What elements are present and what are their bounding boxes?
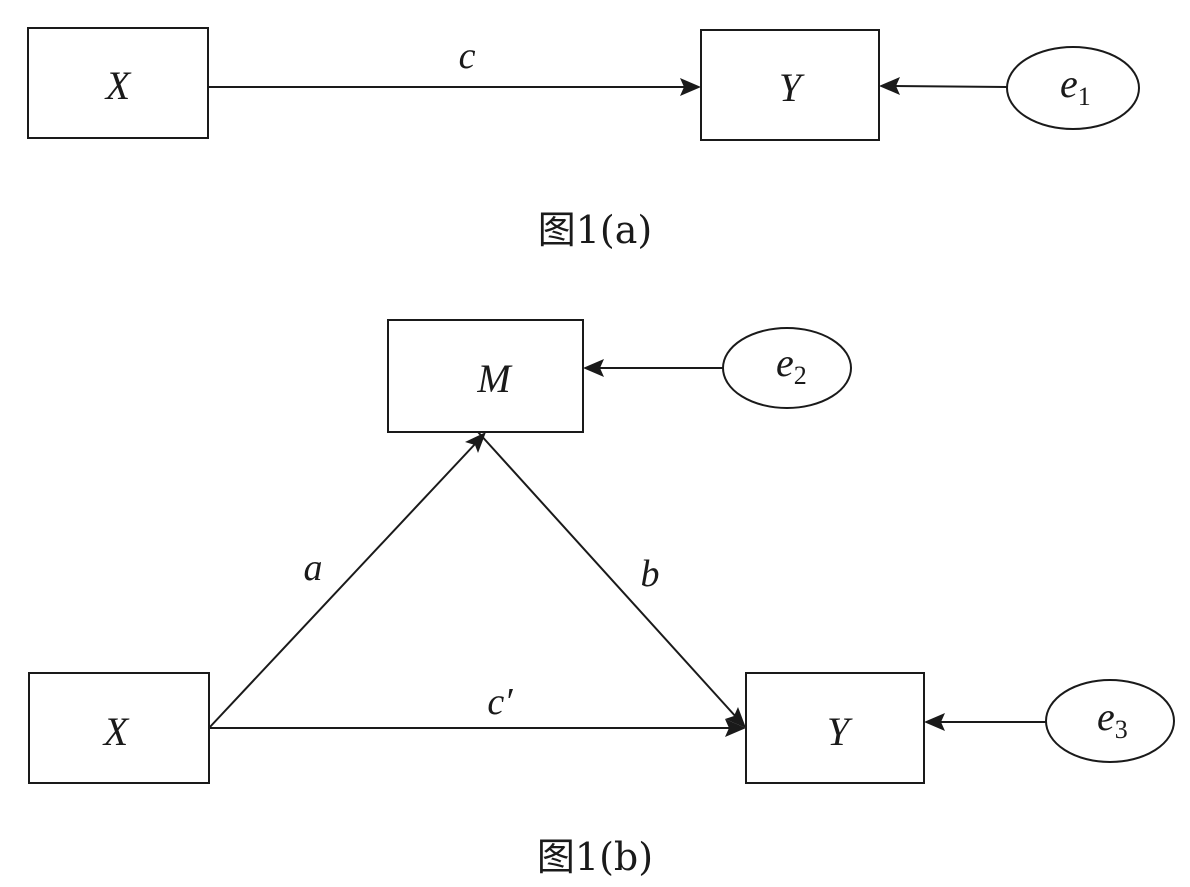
node-m-b — [387, 319, 584, 433]
edge-e3-y-b-arrowhead — [924, 713, 945, 731]
edge-m-y-b-arrowhead — [725, 707, 746, 728]
error-e2-label: e2 — [776, 340, 807, 390]
edge-e1-y-a — [892, 85, 1008, 88]
error-e3-label: e3 — [1097, 694, 1128, 744]
edge-e1-y-a-arrowhead — [879, 77, 900, 95]
edge-e2-m-b-arrowhead — [583, 359, 604, 377]
error-e1-label: e1 — [1060, 61, 1091, 111]
node-y-b-label: Y — [827, 709, 853, 754]
node-y-a-label: Y — [779, 65, 805, 110]
edge-m-y-b-label: b — [641, 553, 660, 595]
node-m-b-label: M — [476, 356, 513, 401]
node-x-a-label: X — [104, 63, 132, 108]
edge-x-y-b-label: c′ — [487, 681, 513, 723]
node-y-a — [700, 29, 880, 141]
node-x-b-label: X — [102, 709, 130, 754]
edge-m-y-b — [477, 431, 738, 719]
figure-a: X Y e1 c 图1(a) — [27, 27, 1140, 252]
edge-x-m-b — [208, 442, 477, 729]
caption-figure-b: 图1(b) — [537, 835, 653, 879]
edge-x-y-b-arrowhead — [725, 719, 746, 737]
edge-x-y-a-label: c — [459, 35, 476, 77]
edge-x-m-b-arrowhead — [465, 432, 486, 453]
node-x-b — [28, 672, 210, 784]
edge-x-y-a-arrowhead — [680, 78, 701, 96]
node-x-a — [27, 27, 209, 139]
figure-b: M e2 X Y e3 a b c′ 图1(b) — [28, 319, 1175, 879]
edge-x-m-b-label: a — [304, 547, 323, 589]
node-y-b — [745, 672, 925, 784]
caption-figure-a: 图1(a) — [538, 208, 652, 252]
error-e1 — [1006, 46, 1140, 130]
